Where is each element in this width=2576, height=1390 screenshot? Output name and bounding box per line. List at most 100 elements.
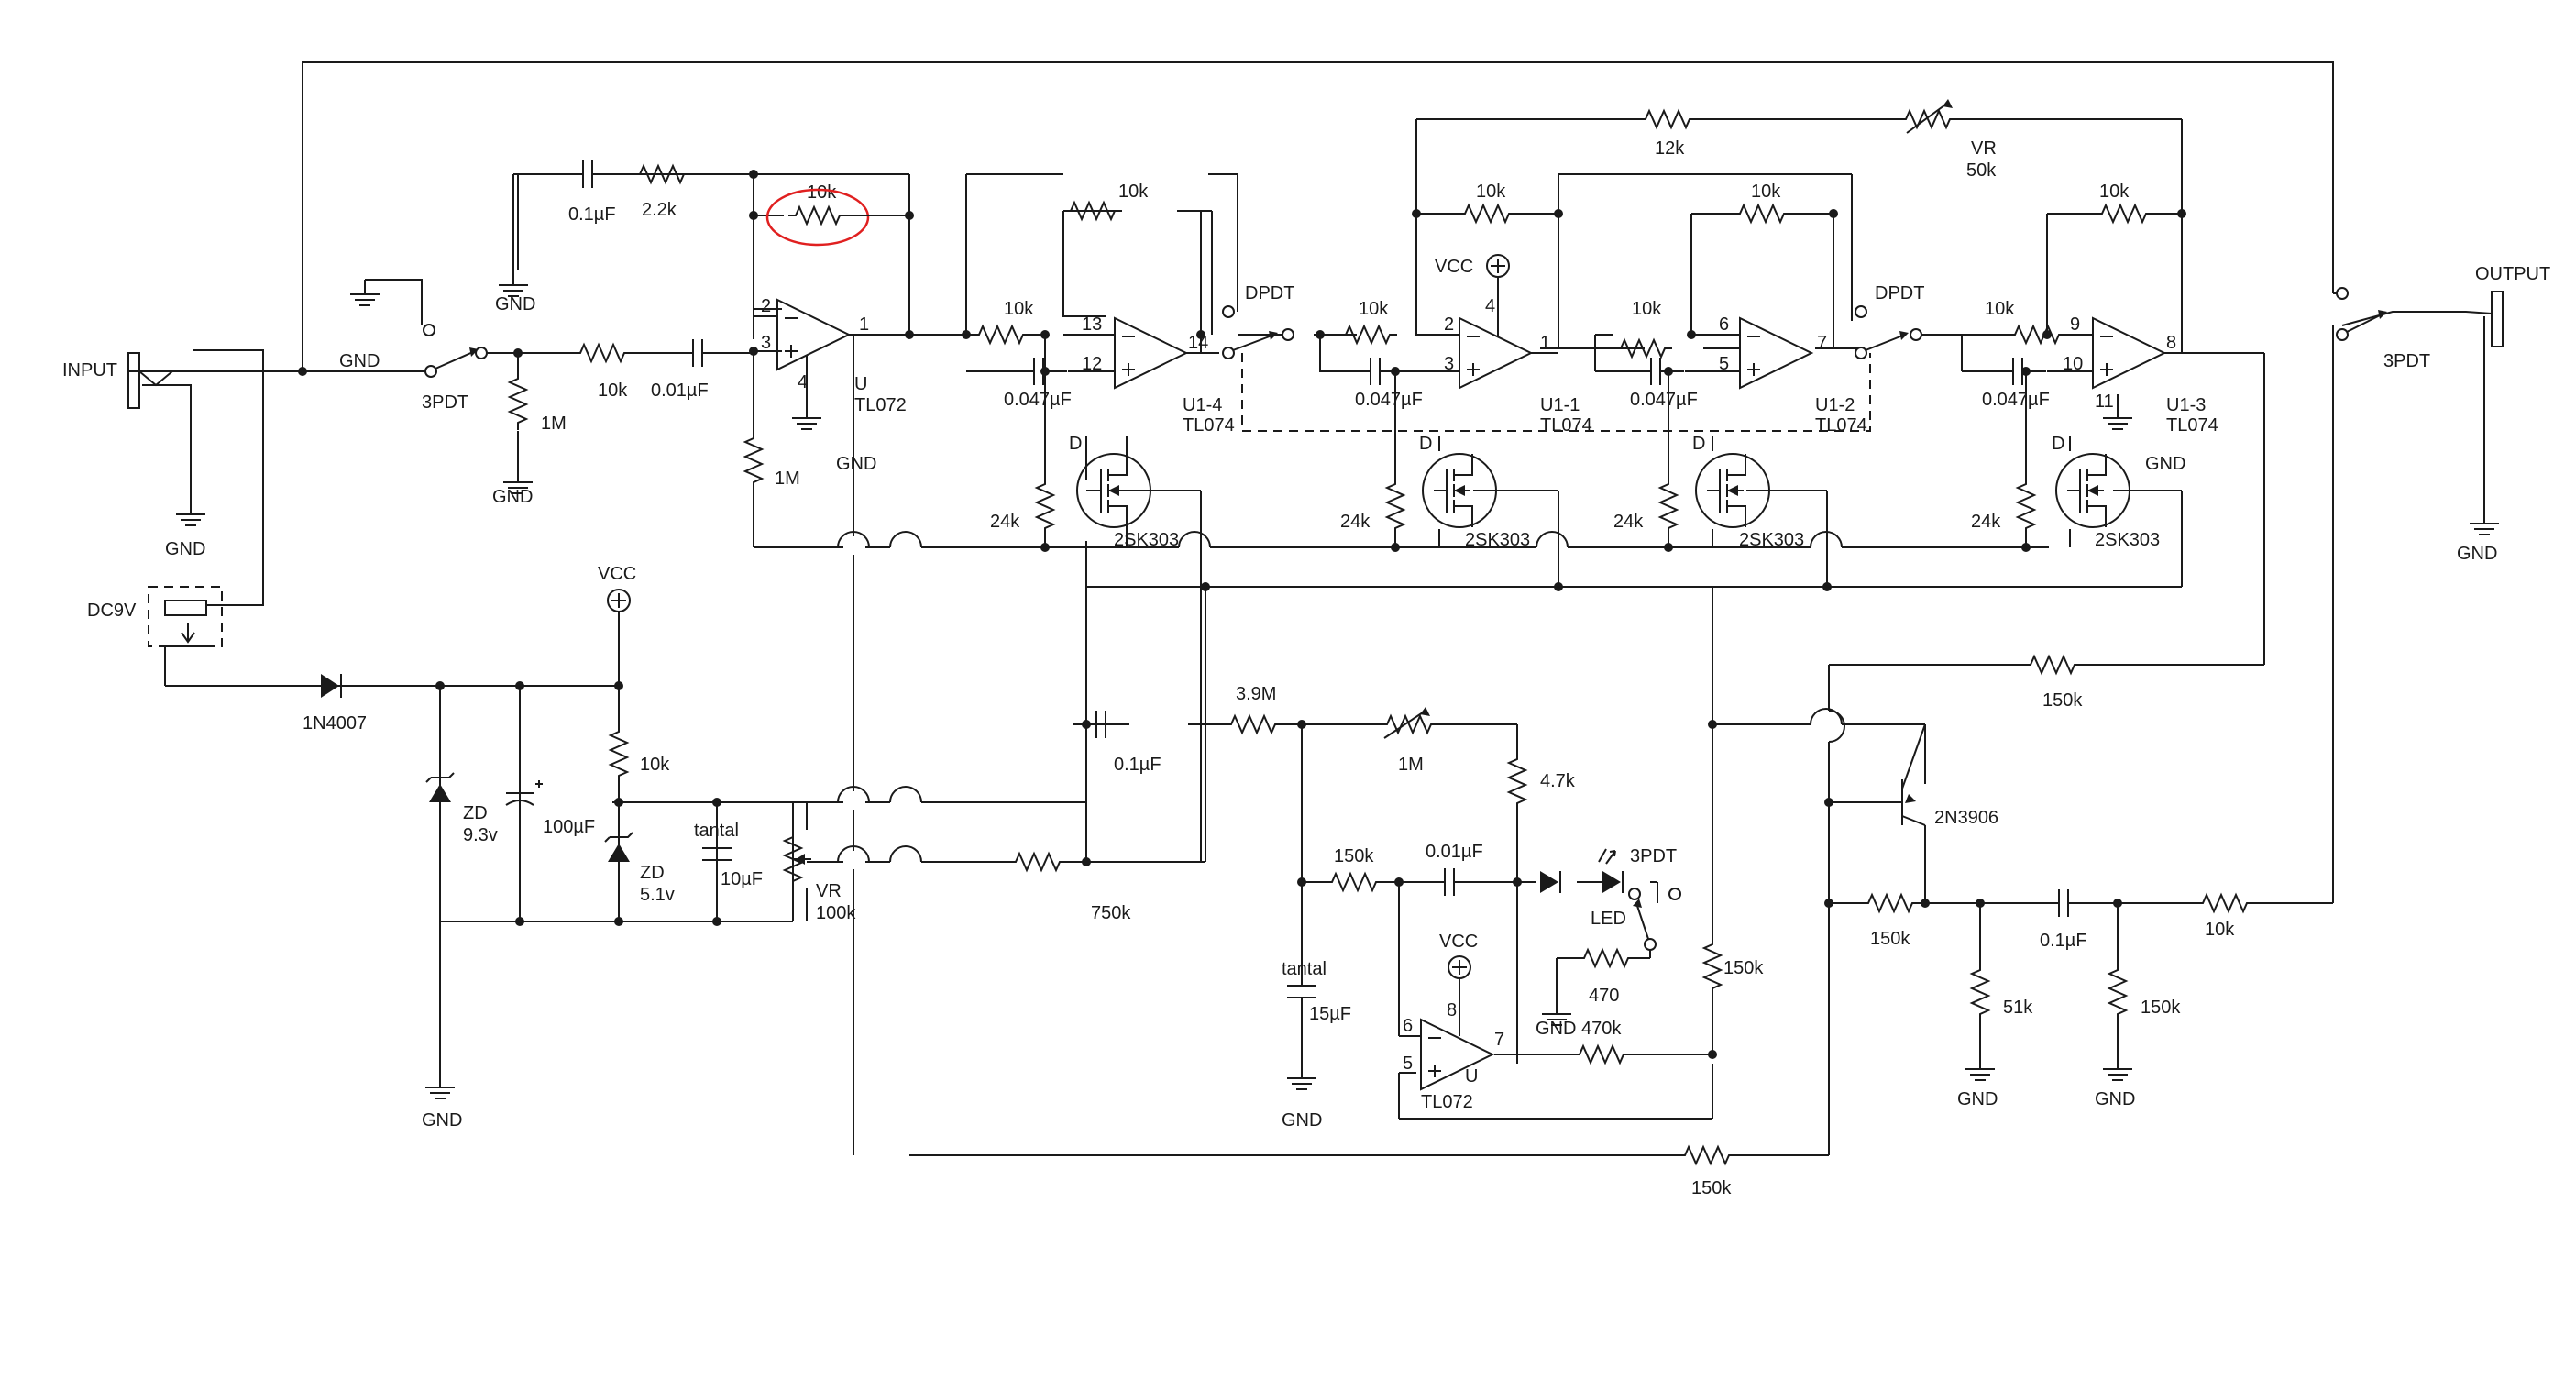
opamp-u1-1 — [1459, 317, 1532, 389]
u14-pin14: 14 — [1188, 333, 1208, 353]
c001u-lfo-label: 0.01µF — [1426, 842, 1483, 862]
r150k-base-label: 150k — [1870, 929, 1910, 949]
u12-pin5: 5 — [1719, 354, 1729, 374]
resistor-4k7 — [1508, 751, 1526, 811]
u12-pin7: 7 — [1817, 333, 1827, 353]
resistor-3m9 — [1223, 715, 1283, 734]
input-jack: INPUT — [62, 352, 173, 409]
cap-tantal-10uf: tantal 10µF — [694, 821, 763, 889]
r10k-fb-label: 10k — [807, 182, 837, 203]
gnd-symbol — [1286, 1063, 1317, 1090]
r24k-u12-label: 24k — [1613, 512, 1644, 532]
u11-name: U1-1 — [1540, 395, 1580, 415]
r39m-label: 3.9M — [1236, 684, 1276, 704]
resistor-24k-u11 — [1386, 476, 1404, 536]
capacitor-001uf-lfo — [1420, 867, 1479, 897]
gnd-symbol — [2102, 1054, 2133, 1081]
lfo-u-name: U — [1465, 1066, 1478, 1087]
u11-pin1: 1 — [1540, 333, 1550, 353]
u11-pin4: 4 — [1485, 296, 1495, 316]
capacitor-0047-u12 — [1626, 357, 1685, 386]
gnd-label: GND — [1282, 1110, 1322, 1131]
dc9v-label: DC9V — [87, 601, 137, 621]
fet4-label: 2SK303 — [2095, 530, 2160, 550]
r10k-out-label: 10k — [2205, 920, 2235, 940]
diode-lfo — [1540, 871, 1561, 893]
resistor-10k-vcc — [610, 723, 628, 784]
vcc-terminal-3: VCC — [1439, 932, 1478, 979]
gnd-label: GND — [495, 294, 535, 314]
u-pin1: 1 — [859, 314, 869, 335]
dpdt2-label: DPDT — [1875, 283, 1924, 303]
led: LED — [1591, 848, 1626, 929]
gnd-label: GND — [836, 454, 876, 474]
gnd-symbol — [424, 1072, 456, 1099]
r10k-vcc-label: 10k — [640, 755, 670, 775]
pot-vr-50k: VR 50k — [1898, 99, 1997, 181]
capacitor-0047-u14 — [1009, 357, 1068, 386]
c001u-input-label: 0.01µF — [651, 381, 709, 401]
resistor-750k — [1007, 853, 1068, 871]
gnd-symbol — [1965, 1054, 1996, 1081]
vcc1-label: VCC — [598, 564, 636, 584]
wire-crossovers — [837, 531, 870, 869]
u13-pin8: 8 — [2166, 333, 2176, 353]
resistor-1m-input — [509, 370, 527, 431]
lfo-pin7: 7 — [1494, 1030, 1504, 1050]
u11-pin3: 3 — [1444, 354, 1454, 374]
r150k-upper-label: 150k — [2042, 690, 2083, 711]
u12-name: U1-2 — [1815, 395, 1855, 415]
lfo-pin6: 6 — [1403, 1016, 1413, 1036]
opamp-u-tl072 — [776, 299, 850, 370]
fet1-d: D — [1069, 434, 1082, 454]
resistor-150k-lfo — [1324, 873, 1384, 891]
output-label: OUTPUT — [2475, 264, 2550, 284]
resistor-24k-u14 — [1036, 476, 1054, 536]
u13-pin9: 9 — [2070, 314, 2080, 335]
r24k-u13-label: 24k — [1971, 512, 2001, 532]
c100u-label: 100µF — [543, 817, 595, 837]
fet2-label: 2SK303 — [1465, 530, 1530, 550]
zd1-label: ZD — [463, 803, 488, 823]
resistor-150k-vert — [1703, 936, 1722, 997]
r10k-u14-fb-label: 10k — [1118, 182, 1149, 202]
resistor-150k-bottom — [1677, 1146, 1737, 1164]
highlight-ellipse — [765, 188, 870, 247]
r10k-u12-in-label: 10k — [1632, 299, 1662, 319]
c0047-u13-label: 0.047µF — [1982, 390, 2050, 410]
lfo-pin5: 5 — [1403, 1054, 1413, 1074]
fet2-d: D — [1419, 434, 1432, 454]
resistor-470k — [1571, 1045, 1632, 1064]
dpdt-switch-2: DPDT — [1855, 283, 1924, 359]
u1-part: TL072 — [854, 395, 907, 415]
opamp-u-tl072-lfo — [1420, 1019, 1493, 1090]
gnd-label: GND — [1957, 1089, 1998, 1109]
dpdt1-label: DPDT — [1245, 283, 1294, 303]
gnd-symbol — [349, 279, 380, 306]
gnd-label: GND — [2145, 454, 2185, 474]
3pdt-led-switch: 3PDT — [1628, 846, 1681, 951]
resistor-24k-u12 — [1659, 476, 1678, 536]
r10k-u13-fb-label: 10k — [2099, 182, 2130, 202]
transistor-2n3906: 2N3906 — [1901, 723, 1998, 828]
vr1-value: 100k — [816, 903, 856, 923]
u13-pin11: 11 — [2095, 392, 2114, 412]
resistor-470 — [1576, 949, 1636, 967]
output-jack: OUTPUT — [2475, 264, 2550, 348]
dc-jack: DC9V — [87, 586, 223, 647]
u-pin3: 3 — [761, 333, 771, 353]
fet3-label: 2SK303 — [1739, 530, 1804, 550]
r470-label: 470 — [1589, 986, 1619, 1006]
u14-name: U1-4 — [1183, 395, 1222, 415]
cap-tantal-15uf: tantal 15µF — [1282, 959, 1351, 1024]
u12-part: TL074 — [1815, 415, 1867, 436]
r1m-bias-label: 1M — [775, 469, 800, 489]
c0047-u14-label: 0.047µF — [1004, 390, 1072, 410]
u14-pin13: 13 — [1082, 314, 1102, 335]
tantal1-label: tantal — [694, 821, 739, 841]
fet1-label: 2SK303 — [1114, 530, 1179, 550]
resistor-10k-u14-in — [971, 325, 1031, 344]
u11-part: TL074 — [1540, 415, 1592, 436]
resistor-10k-input — [572, 344, 633, 362]
junctions — [298, 170, 2186, 1059]
